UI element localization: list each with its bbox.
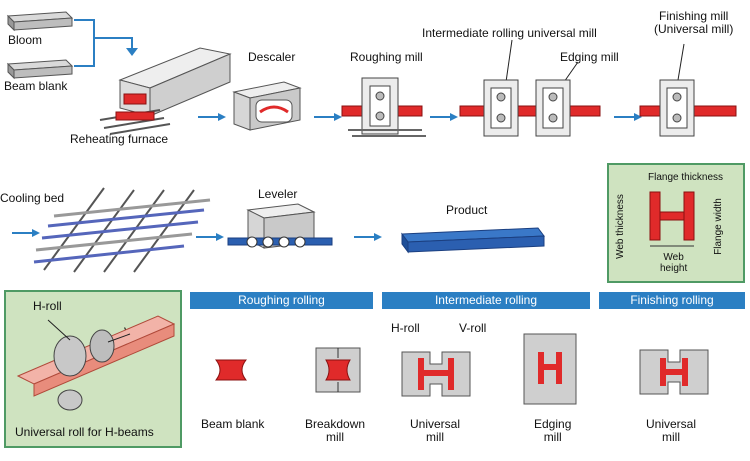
universal-mill-label: Universal mill (410, 418, 460, 444)
flow-arrow-4 (614, 113, 642, 121)
cooling-bed-label: Cooling bed (0, 191, 65, 205)
descaler-unit (232, 81, 302, 131)
roll-box-h-roll-label: H-roll (33, 299, 62, 313)
universal-line1: Universal (410, 417, 461, 431)
web-height-label: Web height (660, 252, 687, 274)
finishing-mill-stand (639, 43, 737, 137)
bloom-block (6, 11, 74, 32)
reheating-furnace-label: Reheating furnace (70, 132, 169, 146)
beam-blank-label: Beam blank (4, 79, 68, 93)
finish-universal-line1: Universal (646, 417, 697, 431)
intermediate-mill-stands (459, 39, 601, 137)
descaler-label: Descaler (248, 50, 296, 64)
flow-arrow-5 (12, 229, 40, 237)
roughing-mill-stand (341, 77, 426, 137)
beam-blank-section (214, 359, 248, 381)
finishing-mill-section (639, 349, 709, 395)
finish-universal-line2: mill (662, 430, 680, 444)
breakdown-mill-section (315, 347, 361, 393)
edging-line2: mill (543, 430, 562, 444)
edging-mill-section (523, 333, 577, 405)
bloom-label: Bloom (8, 33, 43, 47)
breakdown-line2: mill (326, 430, 345, 444)
leveler-label: Leveler (258, 187, 298, 201)
section-beam-blank-label: Beam blank (201, 417, 265, 431)
finishing-mill-line2: (Universal mill) (654, 22, 734, 36)
h-section-red (649, 191, 695, 247)
section-h-roll-label: H-roll (391, 321, 420, 335)
leveler-unit (227, 203, 333, 249)
universal-roll-drawing (16, 315, 176, 411)
flow-arrow-1 (198, 113, 226, 121)
section-v-roll-label: V-roll (459, 321, 487, 335)
finishing-mill-line1: Finishing mill (658, 9, 729, 23)
beam-blank-block (6, 59, 74, 80)
finishing-mill-label: Finishing mill (Universal mill) (654, 10, 733, 36)
edging-mill-label: Edging mill (560, 50, 619, 64)
flow-arrow-6 (196, 233, 224, 241)
cooling-bed (33, 187, 211, 273)
flow-arrow-3 (430, 113, 458, 121)
flow-arrow-2 (314, 113, 342, 121)
dimension-box (607, 163, 745, 283)
stage-roughing-band: Roughing rolling (190, 292, 373, 309)
universal-roll-caption: Universal roll for H-beams (15, 425, 154, 439)
web-height-line1: Web (663, 252, 684, 263)
stage-finishing-band: Finishing rolling (599, 292, 745, 309)
web-thickness-label: Web thickness (614, 194, 626, 259)
feed-arrow (74, 19, 138, 67)
roughing-mill-label: Roughing mill (350, 50, 423, 64)
edging-line1: Edging (534, 417, 572, 431)
universal-line2: mill (426, 430, 444, 444)
reheating-furnace (99, 47, 232, 135)
flange-width-label: Flange width (712, 198, 724, 255)
web-height-line2: height (660, 263, 688, 274)
stage-intermediate-band: Intermediate rolling (382, 292, 590, 309)
breakdown-mill-label: Breakdown mill (305, 418, 365, 444)
flange-thickness-label: Flange thickness (648, 172, 724, 183)
product-label: Product (446, 203, 488, 217)
edging-mill-label: Edging mill (534, 418, 571, 444)
finishing-universal-label: Universal mill (646, 418, 696, 444)
product-beam (401, 227, 545, 254)
universal-mill-section (401, 351, 471, 397)
intermediate-mill-label: Intermediate rolling universal mill (422, 26, 597, 40)
breakdown-line1: Breakdown (305, 417, 366, 431)
flow-arrow-7 (354, 233, 382, 241)
